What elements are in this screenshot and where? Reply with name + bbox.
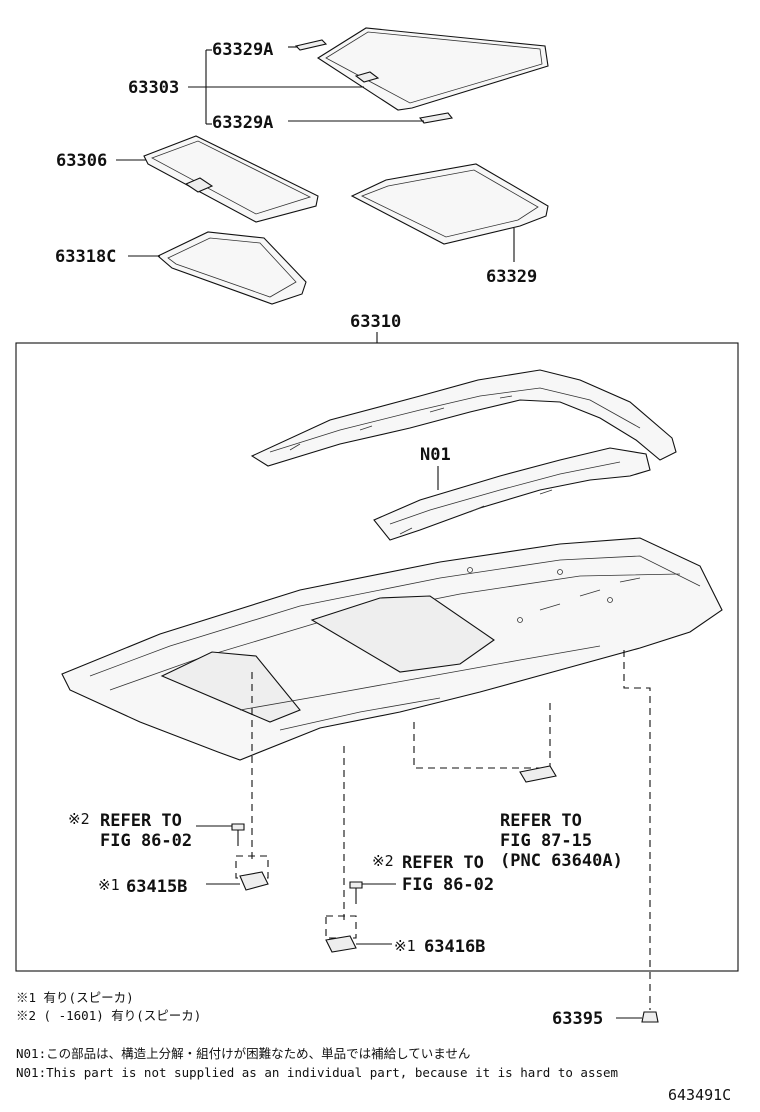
part-63415B[interactable]	[239, 871, 269, 891]
frame-63329[interactable]	[350, 163, 549, 245]
label-63415B: 63415B	[126, 877, 187, 897]
label-63303: 63303	[128, 78, 179, 98]
note-n01-japanese: N01:この部品は、構造上分解・組付けが困難なため、単品では補給していません	[16, 1046, 470, 1061]
footnote-2: ※2 ( -1601) 有り(スピーカ)	[16, 1008, 201, 1023]
label-63329A-bottom: 63329A	[212, 113, 273, 133]
part-63416B[interactable]	[325, 935, 357, 953]
headliner-n01-piece[interactable]	[373, 447, 651, 541]
screw-middle[interactable]	[349, 881, 363, 904]
sunroof-glass-63303[interactable]	[316, 27, 549, 111]
note-n01-english: N01:This part is not supplied as an indi…	[16, 1065, 618, 1080]
mark-63416B: ※1	[394, 937, 416, 955]
clip-63329A-bottom[interactable]	[418, 112, 454, 124]
clip-63329A-top[interactable]	[294, 39, 328, 51]
footnote-1: ※1 有り(スピーカ)	[16, 990, 134, 1005]
headliner-trim-strip[interactable]	[250, 369, 677, 467]
clip-63395[interactable]	[641, 1011, 659, 1023]
room-lamp-part[interactable]	[519, 765, 557, 783]
label-63395: 63395	[552, 1009, 603, 1029]
label-n01: N01	[420, 445, 451, 465]
label-63416B: 63416B	[424, 937, 485, 957]
sunshade-63306[interactable]	[143, 135, 319, 223]
headliner-main-panel[interactable]	[61, 537, 723, 761]
label-63310: 63310	[350, 312, 401, 332]
ref-right-line1: REFER TO	[500, 811, 582, 831]
ref-right-line2: FIG 87-15	[500, 831, 592, 851]
label-63329: 63329	[486, 267, 537, 287]
screw-left[interactable]	[231, 823, 245, 846]
ref-left-line1: REFER TO	[100, 811, 182, 831]
mark-63415B: ※1	[98, 876, 120, 894]
label-63329A-top: 63329A	[212, 40, 273, 60]
ref-mid-mark: ※2	[372, 852, 394, 870]
ref-left-line2: FIG 86-02	[100, 831, 192, 851]
seal-63318C[interactable]	[157, 231, 307, 305]
diagram-id: 643491C	[668, 1086, 731, 1104]
ref-right-line3: (PNC 63640A)	[500, 851, 623, 871]
label-63318C: 63318C	[55, 247, 116, 267]
ref-left-mark: ※2	[68, 810, 90, 828]
ref-mid-line1: REFER TO	[402, 853, 484, 873]
label-63306: 63306	[56, 151, 107, 171]
ref-mid-line2: FIG 86-02	[402, 875, 494, 895]
headliner-assembly-box	[15, 342, 739, 972]
